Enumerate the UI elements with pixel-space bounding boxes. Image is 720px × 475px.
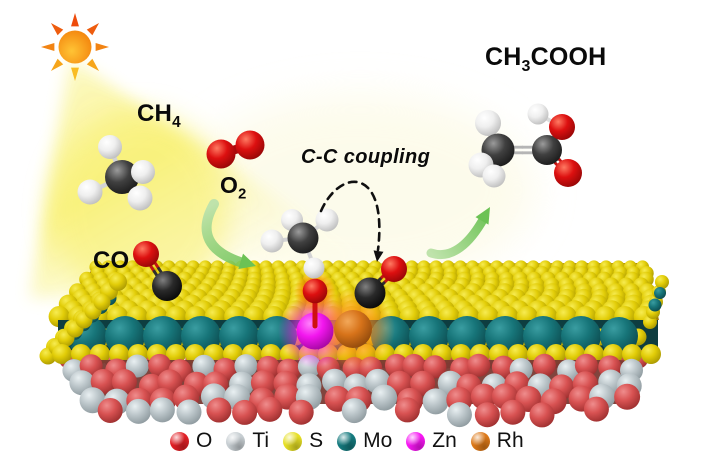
cc-coupling-label: C-C coupling	[301, 146, 431, 168]
molecule-ch4-gas	[77, 135, 155, 211]
product-label-p1: CH	[485, 43, 522, 71]
ch4-label: CH4	[137, 102, 181, 130]
legend-item-mo: Mo	[337, 429, 392, 453]
legend-item-ti: Ti	[226, 429, 269, 453]
molecule-co	[133, 241, 182, 301]
legend-label-mo: Mo	[363, 429, 393, 452]
rh-dopant-atom	[334, 310, 372, 348]
legend-item-rh: Rh	[470, 429, 524, 453]
o2-label-text: O	[220, 172, 239, 198]
legend: O Ti S Mo Zn Rh	[170, 429, 524, 453]
zn-dopant-atom	[296, 312, 334, 350]
atom-swatch-s	[283, 431, 303, 451]
molecule-co-adsorbed	[354, 256, 407, 309]
co-label: CO	[93, 247, 130, 274]
atom-swatch-zn	[406, 431, 426, 451]
molecule-o2	[206, 130, 265, 169]
hydroxyl-group	[302, 278, 328, 329]
atom-swatch-o	[170, 431, 189, 451]
o2-label-sub: 2	[238, 186, 247, 203]
atom-swatch-ti	[226, 431, 246, 451]
legend-label-rh: Rh	[496, 429, 524, 452]
o2-label: O2	[220, 174, 246, 202]
product-label: CH3COOH	[485, 45, 606, 75]
legend-item-o: O	[170, 429, 212, 453]
ch4-label-sub: 4	[172, 113, 181, 131]
cc-coupling-arc	[319, 180, 384, 262]
legend-item-s: S	[283, 429, 323, 453]
legend-label-zn: Zn	[432, 429, 457, 452]
product-label-s1: 3	[521, 58, 531, 75]
atom-swatch-rh	[470, 431, 490, 451]
ch4-label-text: CH	[137, 100, 173, 127]
product-label-p2: COOH	[530, 43, 607, 71]
sun-icon	[41, 13, 109, 81]
legend-item-zn: Zn	[406, 429, 457, 453]
legend-label-s: S	[309, 429, 324, 452]
molecule-ch4-adsorbed	[260, 208, 339, 279]
arrow-o2-to-surface	[201, 199, 256, 269]
legend-label-ti: Ti	[252, 429, 270, 452]
arrow-product	[426, 207, 490, 259]
legend-label-o: O	[196, 429, 213, 452]
catalyst-slab	[39, 260, 669, 428]
molecule-acetic-acid	[468, 103, 582, 188]
atom-swatch-mo	[337, 431, 357, 451]
